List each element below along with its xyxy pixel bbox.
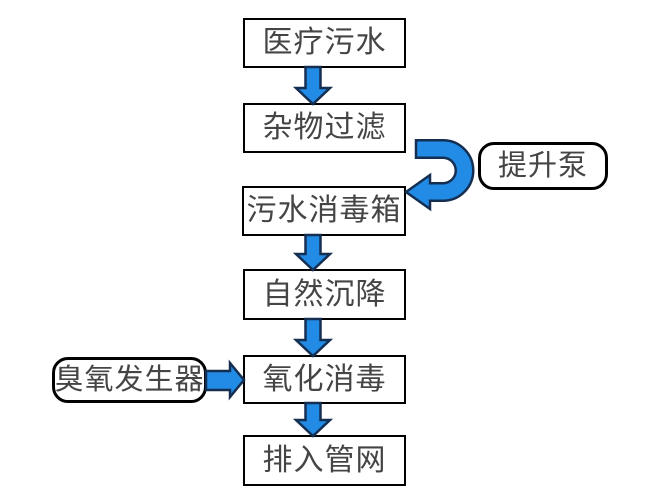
node-discharge-network: 排入管网 — [243, 435, 406, 486]
arrow-down-2-icon — [292, 233, 334, 272]
node-oxidation-disinfection: 氧化消毒 — [243, 355, 406, 404]
node-oxidation-disinfection-label: 氧化消毒 — [262, 362, 387, 396]
node-medical-sewage: 医疗污水 — [243, 18, 406, 68]
node-ozone-generator: 臭氧发生器 — [52, 357, 207, 403]
node-sewage-disinfection-tank-label: 污水消毒箱 — [246, 194, 402, 227]
node-discharge-network-label: 排入管网 — [262, 443, 387, 477]
node-lift-pump: 提升泵 — [478, 142, 608, 190]
arrow-down-1-icon — [292, 65, 334, 106]
u-turn-arrow-icon — [403, 139, 475, 212]
arrow-down-4-icon — [292, 401, 334, 438]
node-natural-settling: 自然沉降 — [243, 269, 406, 320]
node-sewage-disinfection-tank: 污水消毒箱 — [242, 186, 406, 236]
node-ozone-generator-label: 臭氧发生器 — [54, 363, 205, 396]
node-natural-settling-label: 自然沉降 — [262, 277, 387, 311]
arrow-right-icon — [204, 359, 246, 401]
node-debris-filter: 杂物过滤 — [243, 103, 406, 153]
node-medical-sewage-label: 医疗污水 — [262, 26, 387, 59]
arrow-down-3-icon — [292, 317, 334, 358]
node-lift-pump-label: 提升泵 — [497, 149, 588, 182]
node-debris-filter-label: 杂物过滤 — [262, 111, 387, 144]
